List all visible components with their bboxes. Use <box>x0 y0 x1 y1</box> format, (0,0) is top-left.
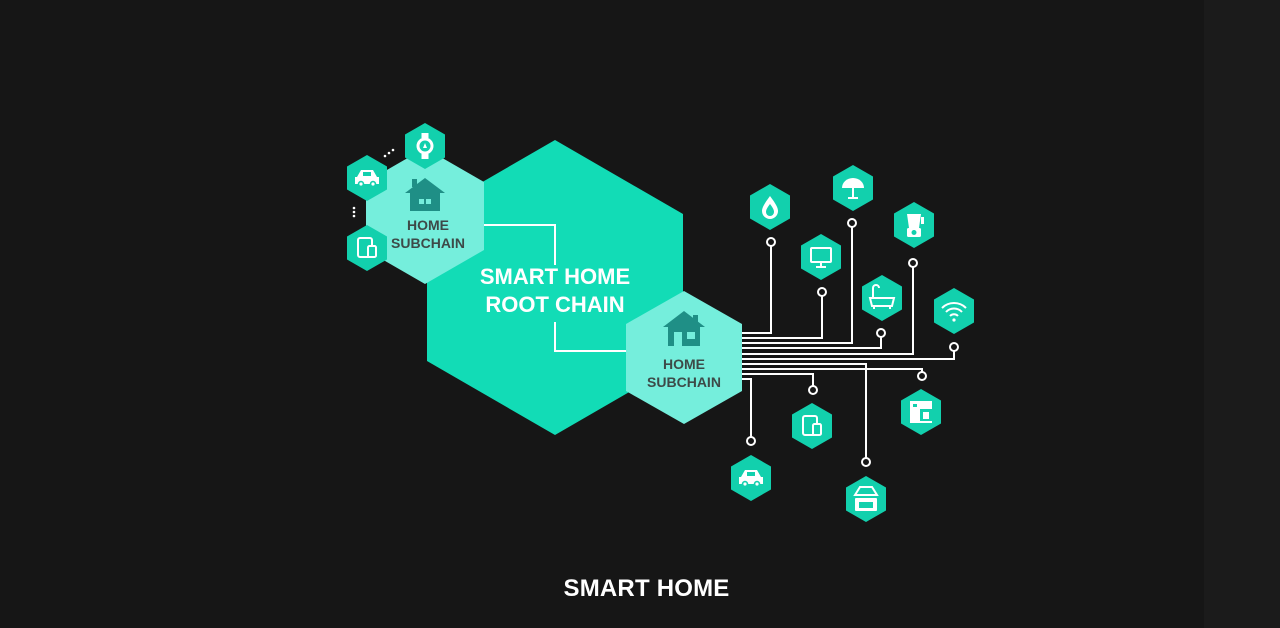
wifi-icon <box>934 288 974 334</box>
left-subchain-label-line1: HOME <box>407 217 449 233</box>
root-connector <box>484 224 626 352</box>
blender-icon <box>894 202 934 248</box>
right-subchain-label-line2: SUBCHAIN <box>647 374 721 390</box>
root-chain-label-line2: ROOT CHAIN <box>485 292 624 317</box>
monitor-icon <box>801 234 841 280</box>
coffee-machine-icon <box>901 389 941 435</box>
device-connectors <box>742 227 955 458</box>
diagram-caption: SMART HOME <box>563 575 730 602</box>
car-icon <box>731 455 771 501</box>
ellipsis-dots <box>352 148 395 218</box>
house-icon <box>663 311 705 346</box>
tablet-icon <box>792 403 832 449</box>
watch-icon <box>405 123 445 169</box>
right-subchain-hexagon <box>626 291 742 424</box>
house-icon <box>405 178 445 211</box>
connector-endpoints <box>746 218 959 467</box>
car-icon <box>347 155 387 201</box>
left-subchain-label-line2: SUBCHAIN <box>391 235 465 251</box>
root-chain-hexagon <box>427 140 683 435</box>
umbrella-icon <box>833 165 873 211</box>
bathtub-icon <box>862 275 902 321</box>
stove-icon <box>846 476 886 522</box>
right-subchain-label-line1: HOME <box>663 356 705 372</box>
root-chain-label-line1: SMART HOME <box>480 264 630 289</box>
tablet-icon <box>347 225 387 271</box>
background-panel <box>1204 0 1280 628</box>
left-subchain-hexagon <box>366 148 484 284</box>
water-drop-icon <box>750 184 790 230</box>
